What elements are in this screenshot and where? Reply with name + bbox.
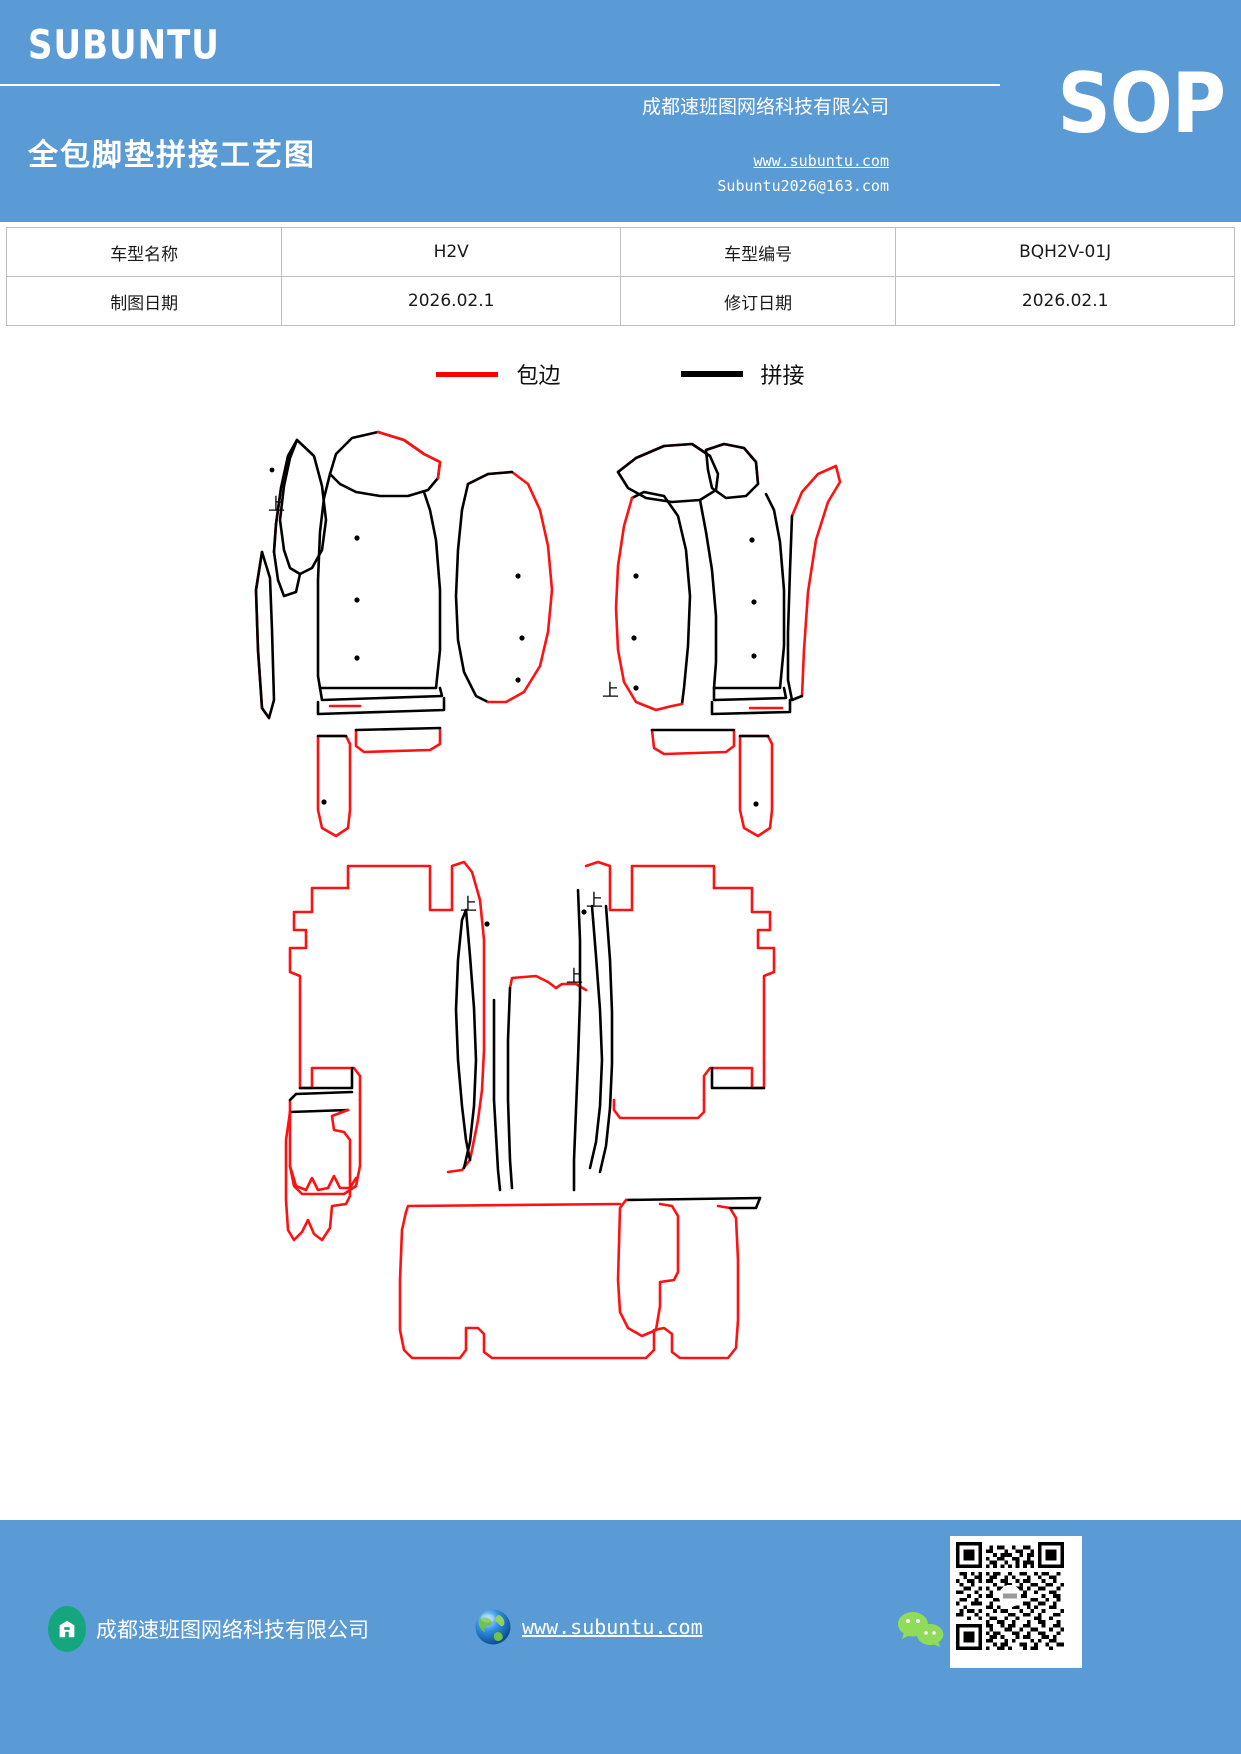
- cell-draw-date-value: 2026.02.1: [281, 276, 621, 326]
- mat-piece-main-floor-center: [492, 974, 588, 1192]
- header-website-link[interactable]: www.subuntu.com: [753, 152, 889, 170]
- mat-piece-right-heel-pad: [650, 728, 736, 756]
- mat-piece-left-pedal: [316, 734, 352, 838]
- mat-piece-rear-mat: [398, 1196, 762, 1360]
- orientation-mark-up: 上: [566, 967, 583, 987]
- cell-draw-date-label: 制图日期: [5, 276, 283, 326]
- red-line-icon: [436, 371, 499, 377]
- mat-piece-left-center-strip: [454, 470, 554, 704]
- cell-revision-date-label: 修订日期: [619, 276, 897, 326]
- sop-badge: SOP: [1057, 56, 1226, 153]
- cell-model-name-label: 车型名称: [5, 227, 283, 277]
- footer-website-block[interactable]: www.subuntu.com: [472, 1606, 703, 1648]
- wechat-icon: [895, 1608, 947, 1652]
- table-row: 制图日期 2026.02.1 修订日期 2026.02.1: [5, 276, 1235, 326]
- page-footer: 成都速班图网络科技有限公司 www.subuntu.com: [0, 1520, 1241, 1754]
- legend-label-binding: 包边: [516, 364, 561, 389]
- vehicle-info-table: 车型名称 H2V 车型编号 BQH2V-01J 制图日期 2026.02.1 修…: [5, 227, 1235, 326]
- page-title: 全包脚垫拼接工艺图: [28, 138, 316, 173]
- mat-piece-main-floor-left: 上: [288, 860, 490, 1196]
- orientation-mark-up: 上: [602, 681, 619, 701]
- footer-website-link[interactable]: www.subuntu.com: [522, 1615, 703, 1639]
- legend-item-binding: 包边: [436, 358, 561, 390]
- cell-model-name-value: H2V: [281, 227, 621, 277]
- mat-piece-left-main: [316, 430, 446, 716]
- legend: 包边 拼接: [0, 358, 1241, 390]
- cell-model-code-label: 车型编号: [619, 227, 897, 277]
- legend-item-splice: 拼接: [680, 358, 805, 390]
- mat-piece-left-upper-tab: 上: [268, 438, 328, 598]
- mat-piece-main-floor-right: 上 上: [566, 860, 776, 1192]
- brand-logo: SUBUNTU: [28, 22, 220, 70]
- qr-code-icon: [950, 1536, 1082, 1668]
- page-header: SUBUNTU 成都速班图网络科技有限公司 全包脚垫拼接工艺图 www.subu…: [0, 0, 1241, 222]
- floor-mat-pattern-drawing: 上 上: [0, 400, 1241, 1400]
- cell-model-code-value: BQH2V-01J: [895, 227, 1235, 277]
- cell-revision-date-value: 2026.02.1: [895, 276, 1235, 326]
- mat-piece-lower-left-panel: [284, 1108, 352, 1242]
- mat-piece-right-center-strip: 上: [602, 490, 692, 712]
- header-divider: [0, 84, 1000, 86]
- mat-piece-right-pedal: [738, 734, 774, 838]
- orientation-mark-up: 上: [460, 895, 477, 915]
- mat-piece-right-sliver: [786, 464, 842, 702]
- orientation-mark-up: 上: [268, 495, 285, 515]
- mat-piece-left-sliver: [254, 550, 276, 720]
- legend-label-splice: 拼接: [760, 364, 805, 389]
- header-email[interactable]: Subuntu2026@163.com: [717, 177, 889, 195]
- building-icon: [48, 1606, 86, 1652]
- globe-icon: [472, 1606, 514, 1648]
- footer-company-name: 成都速班图网络科技有限公司: [96, 1618, 369, 1642]
- footer-company-block: 成都速班图网络科技有限公司: [48, 1606, 369, 1652]
- orientation-mark-up: 上: [586, 891, 603, 911]
- header-company-name: 成都速班图网络科技有限公司: [641, 96, 889, 118]
- mat-piece-left-heel-pad: [354, 726, 442, 754]
- mat-piece-right-main: [616, 442, 792, 716]
- table-row: 车型名称 H2V 车型编号 BQH2V-01J: [5, 227, 1235, 277]
- black-line-icon: [680, 371, 743, 377]
